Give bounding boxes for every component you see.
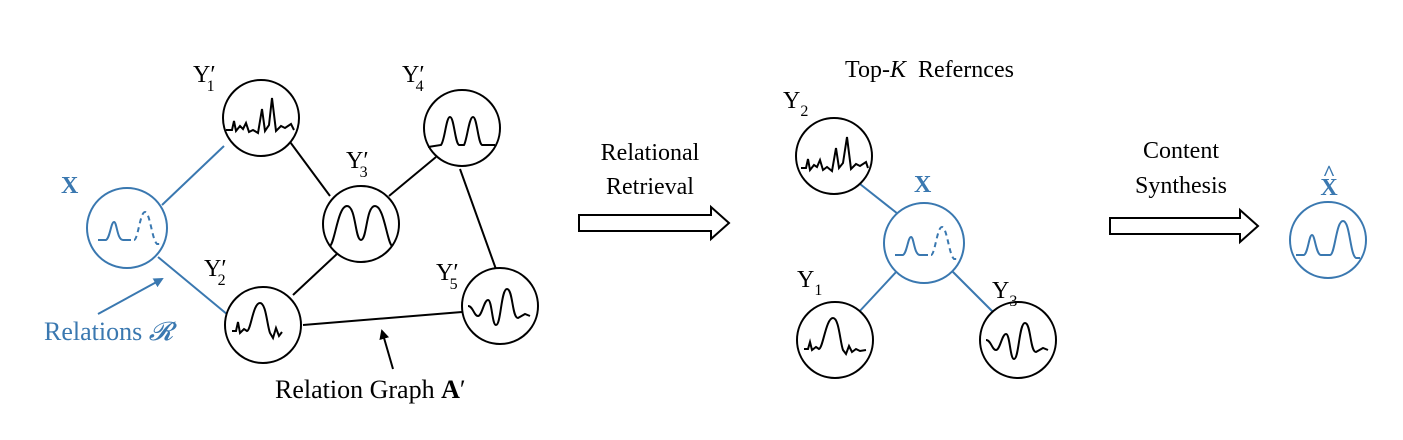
graph-edges — [278, 126, 498, 326]
node-y3-prime — [322, 185, 400, 263]
node-y5-prime — [461, 267, 539, 345]
node-x-topk — [883, 202, 965, 284]
label-y1-topk: Y1 — [797, 267, 822, 299]
node-y3-topk — [979, 301, 1057, 379]
node-y2-prime — [224, 286, 302, 364]
step1-line1: Relational — [601, 140, 700, 166]
waveform-icon — [329, 204, 393, 247]
label-x-topk: X — [914, 172, 932, 198]
hollow-arrow-icon — [1109, 207, 1260, 245]
node-y2-topk — [795, 117, 873, 195]
label-y5-prime: Y′5 — [436, 260, 459, 293]
edge-x-y2 — [157, 256, 229, 316]
edge-x-y3-topk — [951, 270, 996, 315]
step2-line1: Content — [1143, 138, 1219, 164]
node-y4-prime — [423, 89, 501, 167]
label-y4-prime: Y′4 — [402, 62, 425, 95]
query-edges — [157, 145, 229, 316]
waveform-icon — [467, 287, 531, 327]
label-x-query: X — [61, 173, 79, 199]
waveform-icon — [226, 97, 295, 135]
relation-graph: Y′1 Y′4 Y′3 Y′2 Y′5 X Relations 𝓡 Relati… — [44, 62, 539, 404]
edge-y2-y5 — [302, 311, 463, 326]
output-label: X — [1320, 175, 1338, 201]
label-y3-topk: Y3 — [992, 278, 1017, 310]
edge-y3-y4 — [388, 156, 437, 197]
output-accent: ^ — [1323, 160, 1336, 185]
edge-x-y2-topk — [859, 183, 899, 215]
waveform-icon — [98, 220, 131, 241]
graph-pointer — [379, 329, 394, 370]
label-y1-prime: Y′1 — [193, 62, 216, 95]
waveform-icon — [985, 321, 1049, 361]
waveform-icon — [801, 136, 869, 173]
label-y3-prime: Y′3 — [346, 148, 369, 181]
hollow-arrow-icon — [578, 204, 731, 242]
step1-line2: Retrieval — [606, 174, 694, 200]
edge-y4-y5 — [459, 168, 498, 273]
waveform-icon — [895, 235, 928, 256]
relation-graph-label: Relation Graph A′ — [275, 375, 466, 404]
step2-line2: Synthesis — [1135, 173, 1227, 199]
relational-retrieval-step: Relational Retrieval — [578, 140, 731, 242]
edge-y3-y2 — [292, 252, 339, 296]
dashed-waveform-icon — [133, 210, 161, 245]
node-y1-topk — [796, 301, 874, 379]
edge-x-y1 — [161, 145, 225, 206]
dashed-waveform-icon — [930, 225, 958, 260]
relations-pointer — [97, 278, 164, 315]
topk-references: Top-K Refernces Y2 X Y1 Y3 — [783, 57, 1057, 379]
waveform-icon — [232, 301, 283, 341]
waveform-icon — [804, 316, 867, 357]
relations-label: Relations 𝓡 — [44, 317, 178, 346]
edge-x-y1-topk — [857, 270, 898, 314]
content-synthesis-step: Content Synthesis — [1109, 138, 1260, 245]
label-y2-prime: Y′2 — [204, 256, 227, 289]
node-x-query — [86, 187, 168, 269]
synthesized-output: ^ X — [1289, 160, 1367, 279]
waveform-icon — [427, 115, 495, 148]
waveform-icon — [1296, 219, 1360, 259]
label-y2-topk: Y2 — [783, 88, 808, 120]
topk-title: Top-K Refernces — [845, 57, 1014, 83]
node-y1-prime — [222, 79, 300, 157]
